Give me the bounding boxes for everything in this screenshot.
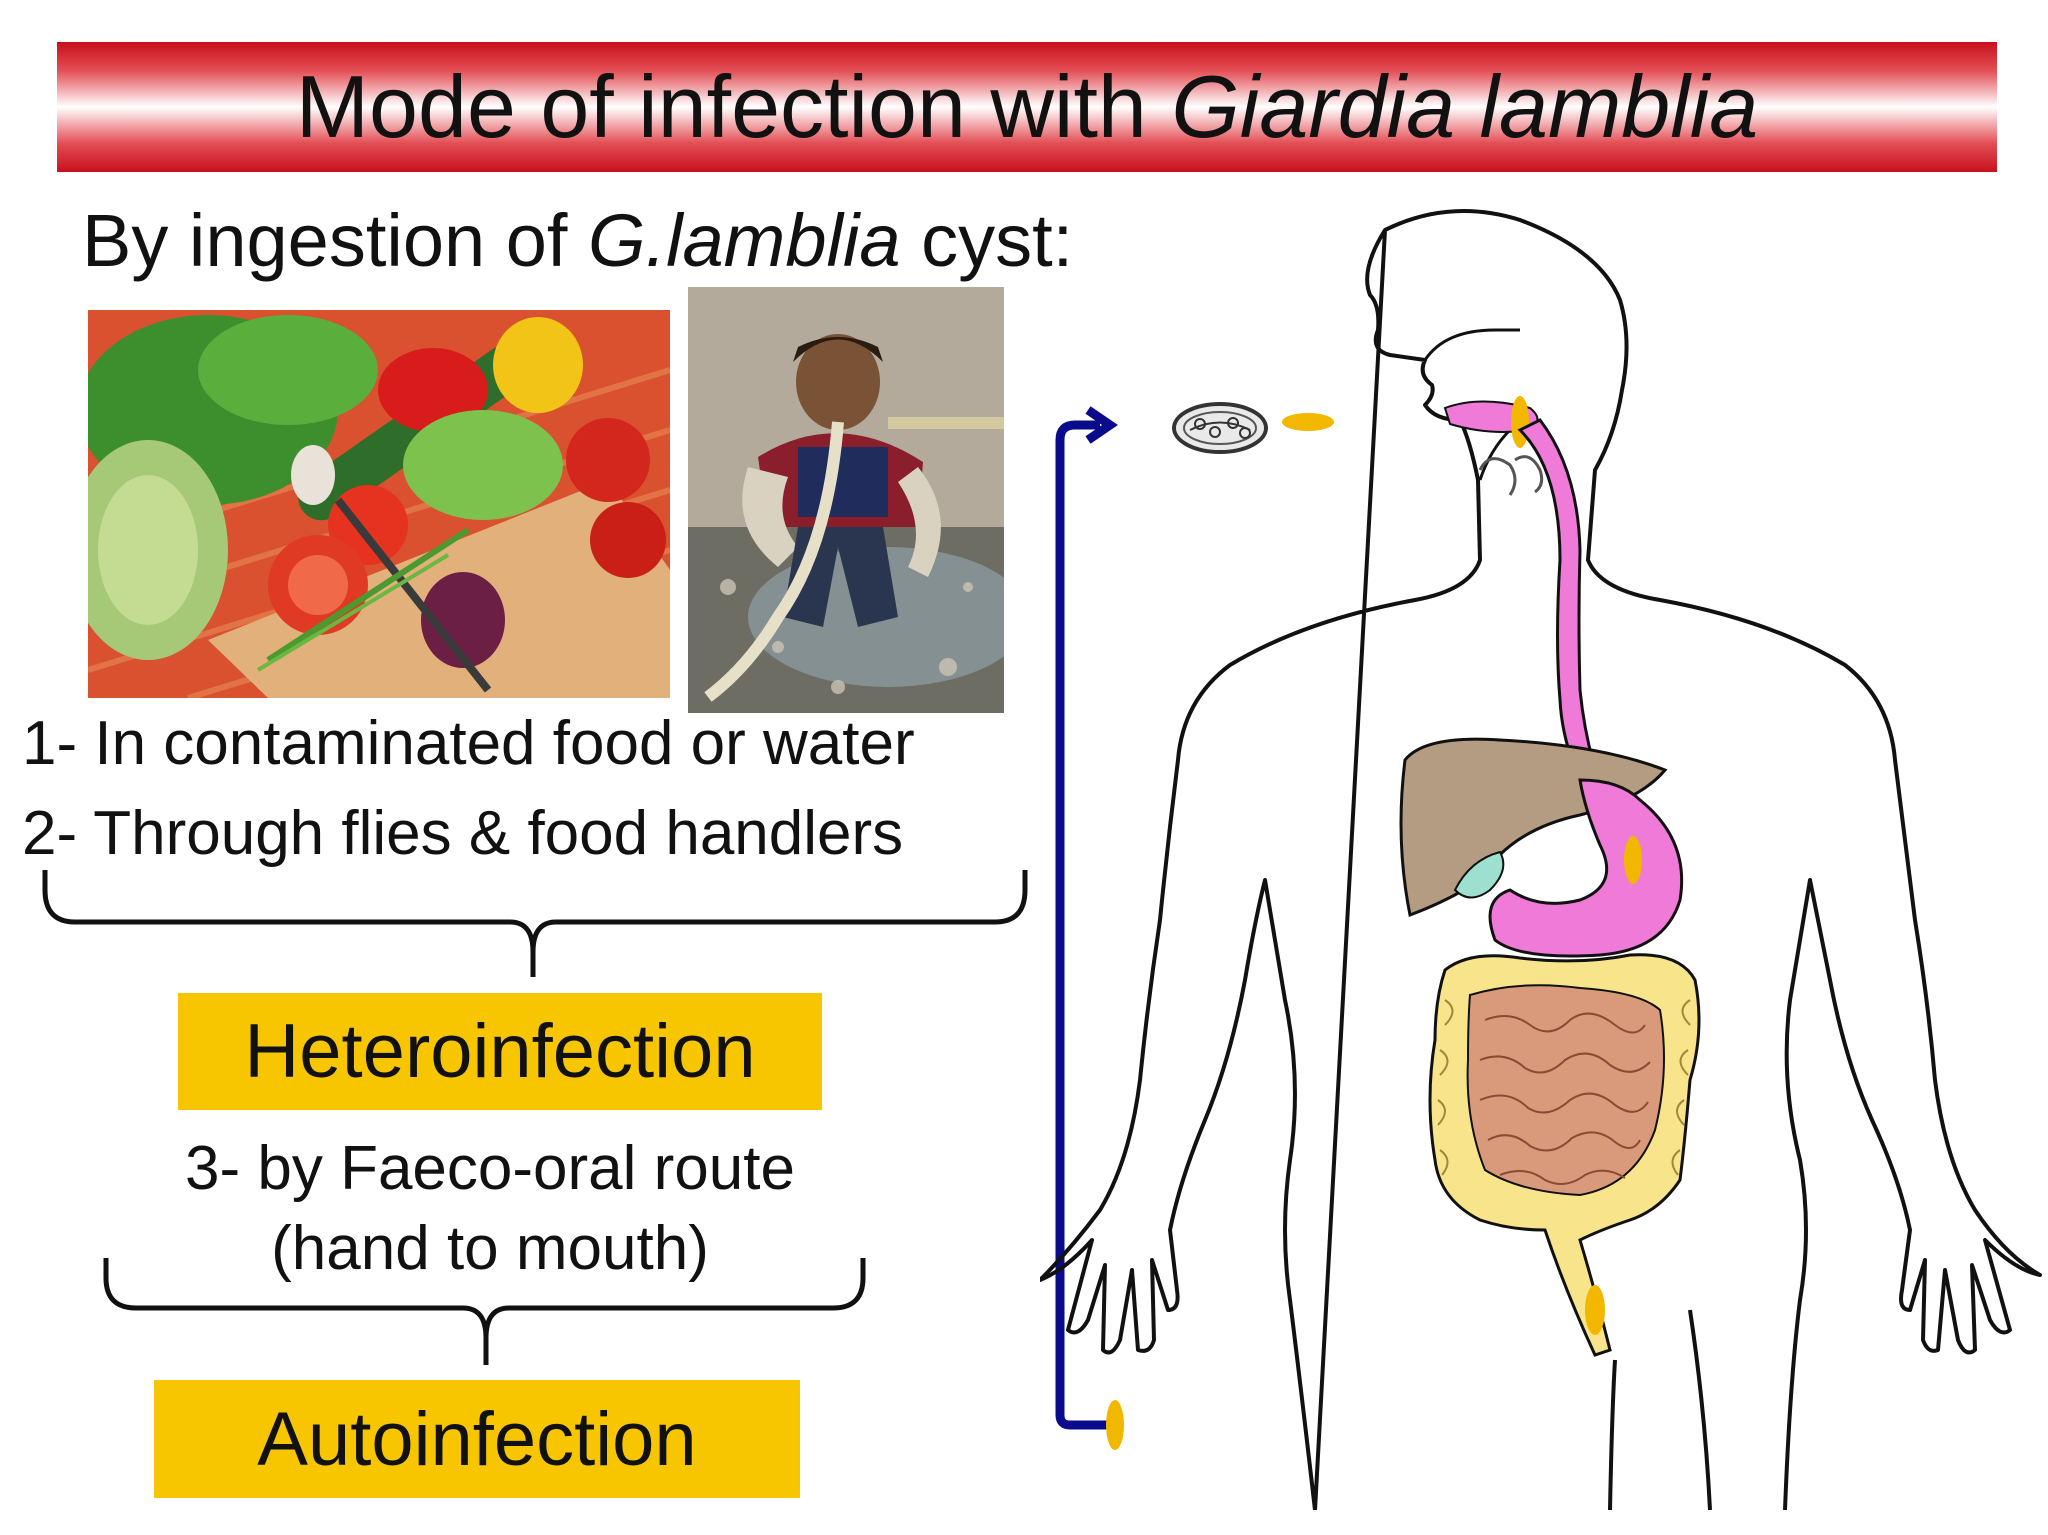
- giardia-cyst-icon: [1172, 402, 1268, 454]
- cyst-marker-stomach: [1624, 836, 1642, 884]
- cyst-marker-pharynx: [1511, 396, 1529, 448]
- body-outline: [1040, 209, 2042, 1510]
- stomach: [1488, 778, 1684, 958]
- mode-item-1: 1- In contaminated food or water: [22, 709, 915, 778]
- cyst-marker-hand: [1106, 1400, 1124, 1450]
- title-banner: Mode of infection with Giardia lamblia: [57, 42, 1997, 172]
- human-body-diagram: [1040, 209, 2042, 1510]
- mode-item-2: 2- Through flies & food handlers: [22, 799, 904, 868]
- page-title: Mode of infection with Giardia lamblia: [295, 57, 1759, 156]
- route-line-2: (hand to mouth): [271, 1214, 709, 1283]
- hand-to-mouth-arrow: [1055, 420, 1110, 1430]
- autoinfection-badge: Autoinfection: [154, 1380, 800, 1498]
- brace-autoinfection: [103, 1258, 866, 1365]
- esophagus: [1517, 418, 1603, 788]
- child-drinking-water-photo: [688, 287, 1004, 713]
- brace-heteroinfection: [42, 870, 1028, 977]
- cyst-marker-anus: [1585, 1285, 1605, 1335]
- gallbladder: [1453, 850, 1505, 899]
- heteroinfection-badge: Heteroinfection: [178, 993, 822, 1110]
- vegetables-photo: [88, 310, 670, 698]
- subtitle: By ingestion of G.lamblia cyst:: [82, 199, 1074, 282]
- cyst-marker-mouth: [1282, 413, 1334, 431]
- route-line-1: 3- by Faeco-oral route: [185, 1134, 795, 1203]
